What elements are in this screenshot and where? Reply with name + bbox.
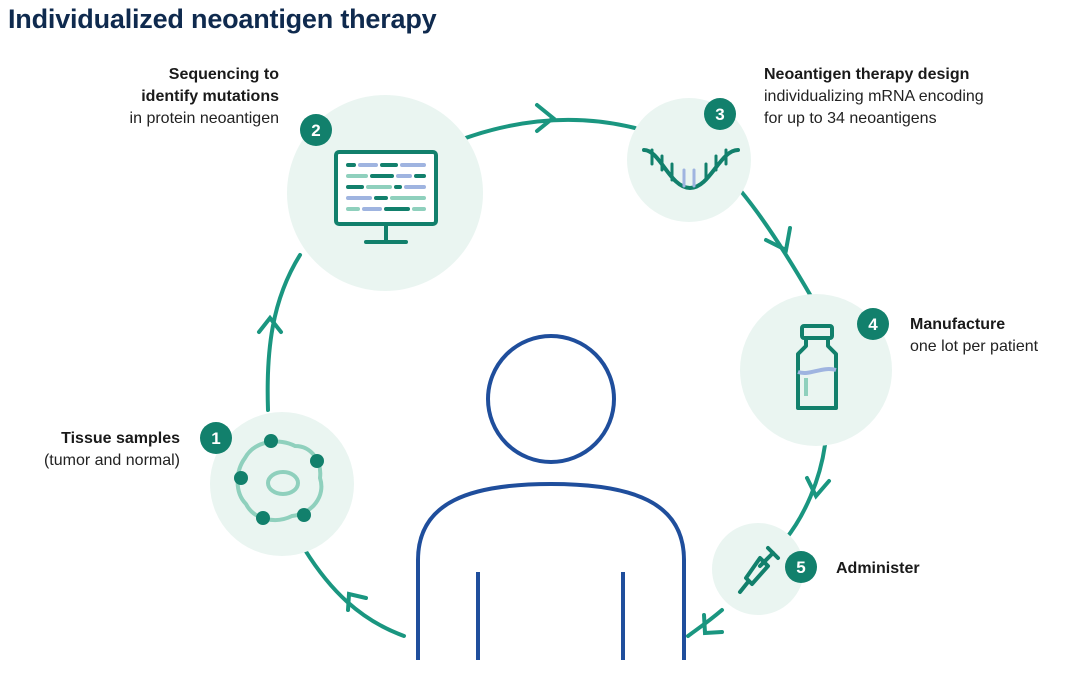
step-1-label: Tissue samples (tumor and normal) — [0, 428, 180, 472]
step-1-title: Tissue samples — [61, 430, 180, 447]
step-3-badge: 3 — [704, 98, 736, 130]
step-4-number: 4 — [868, 315, 878, 334]
syringe-icon — [738, 546, 780, 594]
cycle-arc-1-2 — [265, 253, 302, 412]
step-4-badge: 4 — [857, 308, 889, 340]
cycle-arc-person-1 — [303, 548, 406, 638]
person-figure — [416, 334, 686, 660]
arrowhead-up-left — [346, 591, 368, 612]
step-3-subtitle-line-2: for up to 34 neoantigens — [764, 110, 937, 127]
cycle-arrows — [257, 103, 831, 638]
step-2-label: Sequencing to identify mutations in prot… — [80, 64, 279, 130]
step-5-circle — [712, 523, 804, 615]
step-2-badge: 2 — [300, 114, 332, 146]
step-3-label: Neoantigen therapy design individualizin… — [764, 64, 1064, 130]
arrowhead-up — [257, 314, 283, 334]
step-3-subtitle-line-1: individualizing mRNA encoding — [764, 88, 984, 105]
step-5-number: 5 — [796, 558, 805, 577]
step-2-number: 2 — [311, 121, 320, 140]
cell-icon — [234, 434, 324, 525]
step-5-badge: 5 — [785, 551, 817, 583]
cycle-arc-3-4 — [738, 188, 814, 300]
page-title: Individualized neoantigen therapy — [8, 4, 437, 34]
step-1-circle — [210, 412, 354, 556]
step-4-subtitle: one lot per patient — [910, 338, 1039, 355]
step-2-title-line-1: Sequencing to — [168, 66, 279, 83]
step-3-title: Neoantigen therapy design — [764, 66, 970, 83]
step-2-subtitle: in protein neoantigen — [129, 110, 279, 127]
step-1-number: 1 — [211, 429, 220, 448]
person-body — [416, 481, 686, 660]
arrowhead-right — [535, 103, 557, 133]
mrna-icon — [642, 148, 740, 191]
step-1-badge: 1 — [200, 422, 232, 454]
person-head — [486, 334, 616, 464]
step-5-label: Administer — [836, 558, 986, 580]
step-5-title: Administer — [836, 560, 920, 577]
monitor-icon — [334, 150, 438, 244]
arrowhead-down-left — [702, 613, 724, 636]
step-2-title-line-2: identify mutations — [141, 88, 279, 105]
cycle-arc-4-5 — [783, 443, 827, 542]
arrowhead-down-2 — [805, 476, 831, 500]
vial-icon — [796, 324, 838, 410]
arrowhead-down-1 — [764, 226, 792, 253]
step-1-subtitle: (tumor and normal) — [43, 452, 180, 469]
step-4-title: Manufacture — [910, 316, 1006, 333]
step-4-label: Manufacture one lot per patient — [910, 314, 1075, 358]
step-3-number: 3 — [715, 105, 724, 124]
